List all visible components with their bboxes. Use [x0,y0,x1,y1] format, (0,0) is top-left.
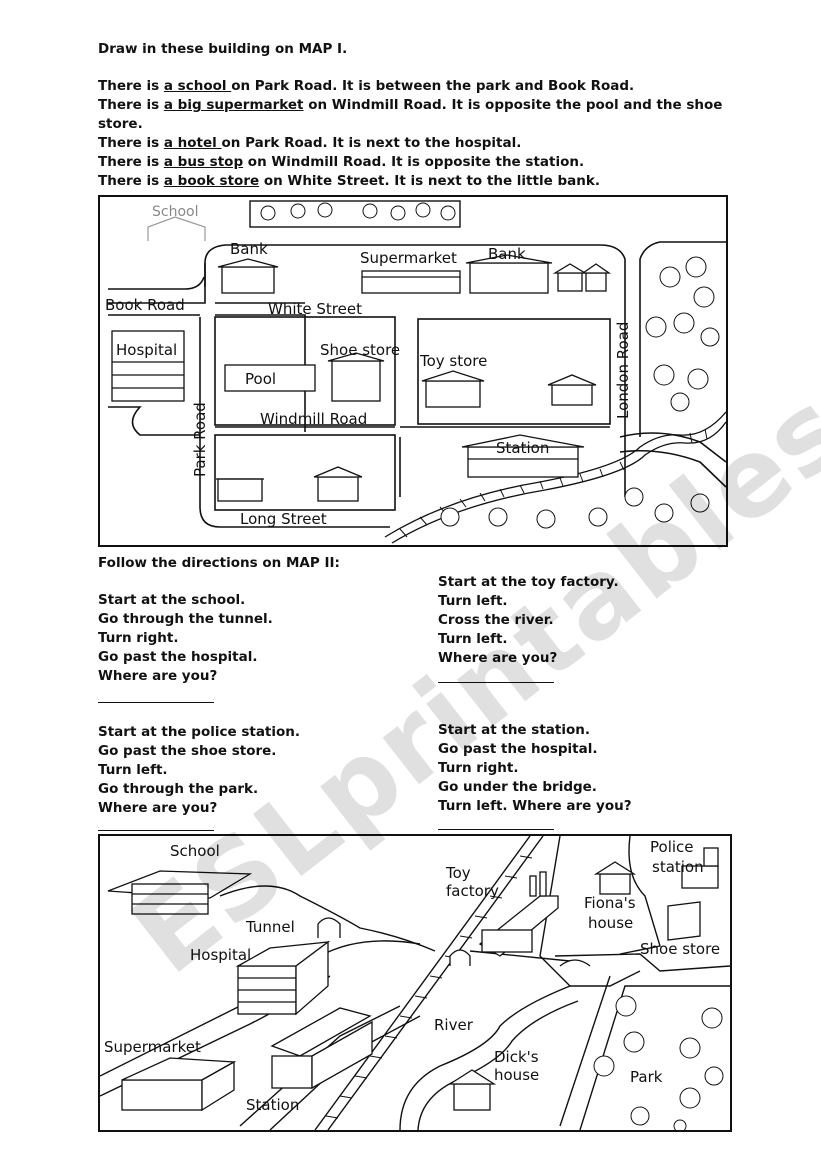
map2-label-toy: Toy [445,864,471,882]
block4-line: Start at the station. [438,722,590,738]
map1-label-white-street: White Street [268,300,362,318]
map2-label-river: River [434,1016,474,1034]
block4-line: Turn left. Where are you? [438,798,632,814]
map2-label-fionas-house: house [588,914,633,932]
answer-blank-3[interactable] [98,830,214,831]
block1-line: Go past the hospital. [98,649,258,665]
map2-label-police: Police [650,838,694,856]
block4-line: Turn right. [438,760,519,776]
map-1-drawing: School Bank Supermarket Bank Book Road W… [105,200,727,544]
map1-label-shoe-store: Shoe store [320,341,400,359]
sentence-supermarket: There is a big supermarket on Windmill R… [98,97,723,113]
block2-line: Turn left. [438,593,508,609]
map1-label-book-road: Book Road [105,296,185,314]
sentence-hotel: There is a hotel on Park Road. It is nex… [98,135,522,151]
map1-label-london-road: London Road [614,322,632,419]
map2-label-park: Park [630,1068,663,1086]
part1-heading: Draw in these building on MAP I. [98,41,348,57]
map2-label-dicks-house: house [494,1066,539,1084]
block1-line: Turn right. [98,630,179,646]
block1-line: Start at the school. [98,592,246,608]
map-2-drawing: School Toy factory Police station Fiona'… [99,835,731,1133]
map2-label-dicks: Dick's [494,1048,539,1066]
map1-label-station: Station [496,439,549,457]
block1-line: Go through the tunnel. [98,611,273,627]
block2-line: Turn left. [438,631,508,647]
map2-label-factory: factory [446,882,499,900]
block4-line: Go under the bridge. [438,779,597,795]
map2-label-tunnel: Tunnel [245,918,295,936]
block4-line: Go past the hospital. [438,741,598,757]
map1-label-school: School [152,204,198,220]
sentence-school: There is a school on Park Road. It is be… [98,78,635,94]
map2-label-fionas: Fiona's [584,894,636,912]
map2-label-hospital: Hospital [190,946,251,964]
map1-label-windmill-road: Windmill Road [260,410,367,428]
map1-label-bank2: Bank [488,245,526,263]
answer-blank-4[interactable] [438,829,554,830]
sentence-supermarket-cont: store. [98,116,143,132]
block3-line: Go past the shoe store. [98,743,277,759]
map-1: School Bank Supermarket Bank Book Road W… [98,195,728,547]
map2-label-station: Station [246,1096,299,1114]
answer-blank-2[interactable] [438,682,554,683]
block3-line: Turn left. [98,762,168,778]
block2-line: Start at the toy factory. [438,574,619,590]
block2-line: Cross the river. [438,612,554,628]
part2-heading: Follow the directions on MAP II: [98,555,340,571]
map1-label-park-road: Park Road [191,402,209,477]
sentence-bus-stop: There is a bus stop on Windmill Road. It… [98,154,585,170]
map1-label-pool: Pool [245,370,276,388]
map1-label-supermarket: Supermarket [360,249,457,267]
map2-label-supermarket: Supermarket [104,1038,201,1056]
map-2: School Toy factory Police station Fiona'… [98,834,732,1133]
map1-label-toy-store: Toy store [419,352,487,370]
map1-label-long-street: Long Street [240,510,327,528]
block3-line: Go through the park. [98,781,259,797]
map2-label-school: School [170,842,220,860]
block3-line: Start at the police station. [98,724,301,740]
block2-line: Where are you? [438,650,558,666]
block1-line: Where are you? [98,668,218,684]
answer-blank-1[interactable] [98,702,214,703]
map2-label-shoe-store: Shoe store [640,940,720,958]
map1-label-bank1: Bank [230,240,268,258]
map1-label-hospital: Hospital [116,341,177,359]
map2-label-police-station: station [652,858,704,876]
sentence-book-store: There is a book store on White Street. I… [98,173,600,189]
block3-line: Where are you? [98,800,218,816]
